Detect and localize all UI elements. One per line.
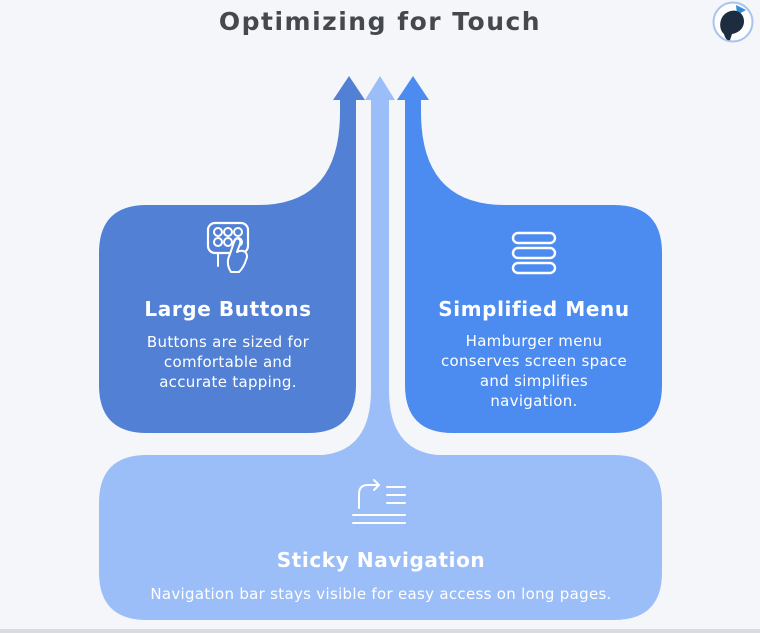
body-line: conserves screen space (440, 352, 628, 370)
sticky-navigation-title: Sticky Navigation (276, 548, 486, 572)
hamburger-menu-icon (510, 230, 558, 284)
sticky-scroll-icon (351, 477, 407, 533)
body-line: and simplifies (479, 372, 589, 390)
simplified-menu-card-shape (397, 76, 662, 433)
simplified-menu-title: Simplified Menu (438, 297, 630, 321)
sticky-navigation-body: Navigation bar stays visible for easy ac… (99, 584, 663, 604)
sticky-navigation-card-shape (99, 76, 662, 620)
body-line: Buttons are sized for (146, 333, 310, 351)
narwhal-icon (712, 1, 754, 43)
body-line: Navigation bar stays visible for easy ac… (150, 585, 612, 603)
large-buttons-title: Large Buttons (144, 297, 312, 321)
window-bottom-edge (0, 629, 760, 633)
simplified-menu-body: Hamburger menu conserves screen space an… (405, 331, 663, 411)
body-line: Hamburger menu (465, 332, 603, 350)
large-buttons-body: Buttons are sized for comfortable and ac… (99, 332, 357, 392)
page-title: Optimizing for Touch (218, 7, 542, 36)
body-line: comfortable and (163, 353, 293, 371)
body-line: accurate tapping. (159, 373, 297, 391)
brand-badge[interactable] (711, 1, 755, 45)
keypad-tap-icon (203, 220, 253, 282)
body-line: navigation. (490, 392, 578, 410)
